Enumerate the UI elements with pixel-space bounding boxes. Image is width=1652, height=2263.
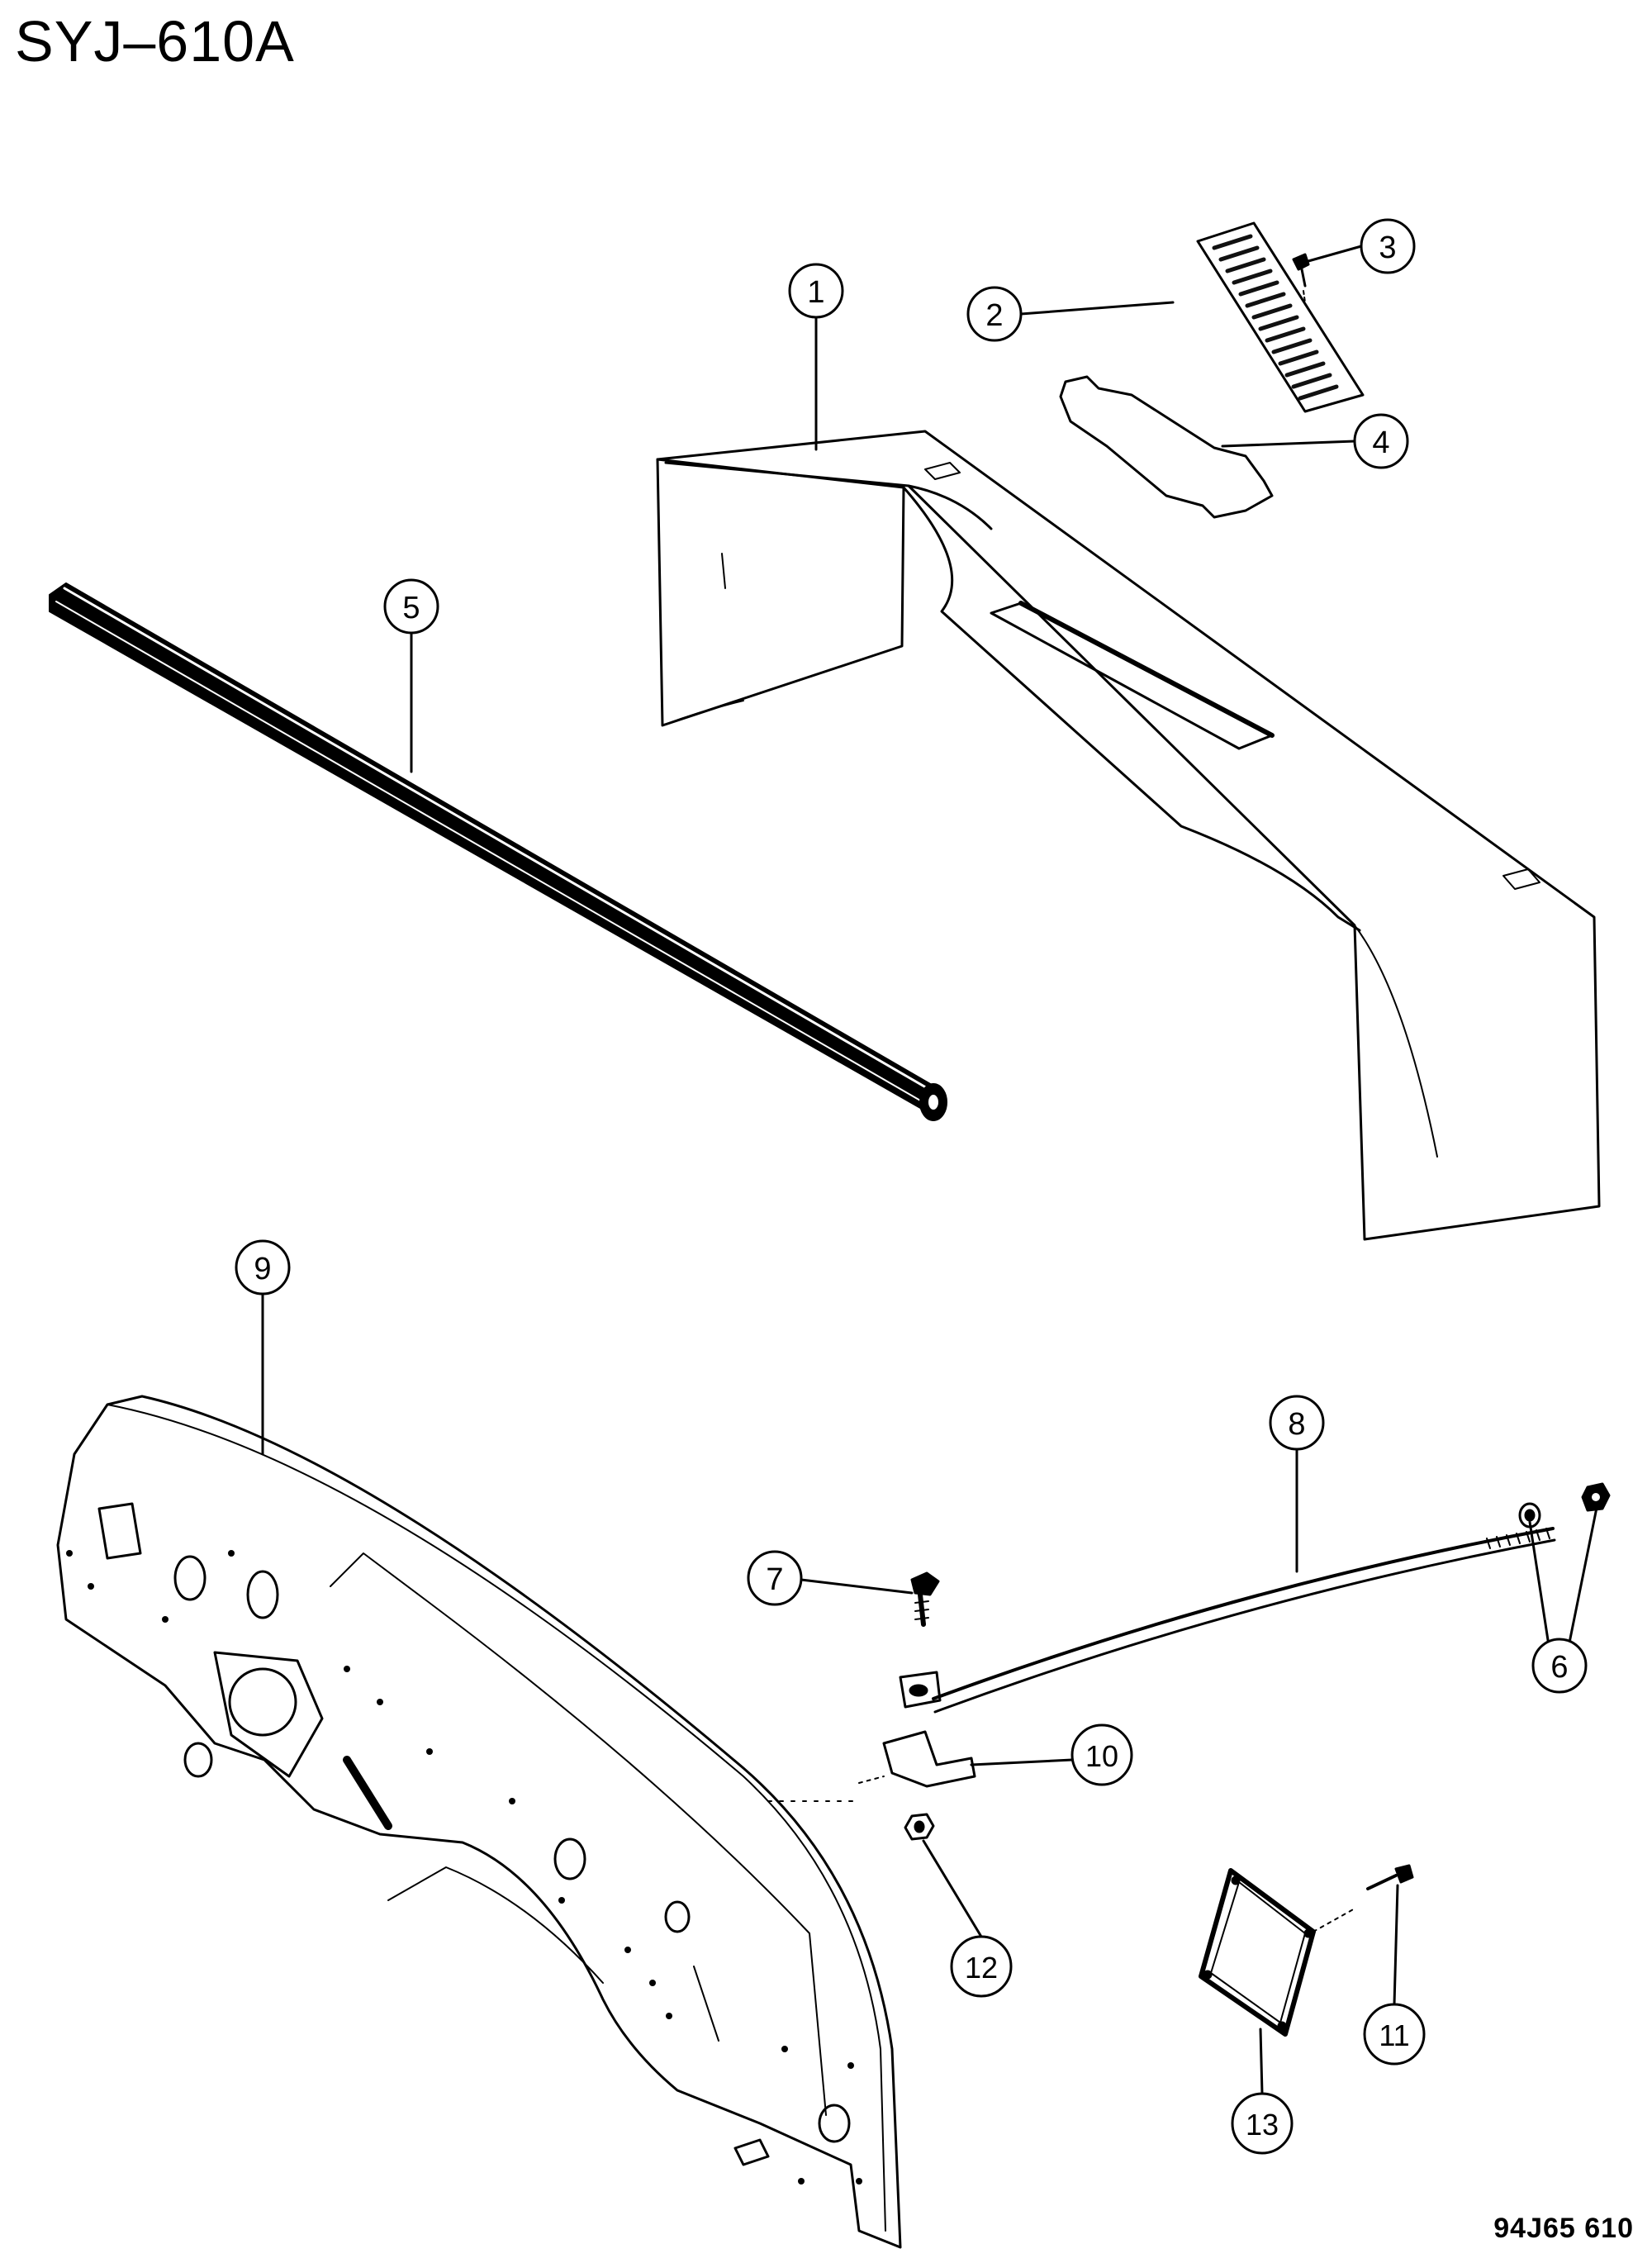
part-nuts (1518, 1482, 1611, 1528)
callout-label: 6 (1550, 1650, 1568, 1685)
callout-8: 8 (1269, 1395, 1325, 1451)
part-dash-pad-cover (656, 430, 1601, 1241)
callout-label: 9 (254, 1252, 271, 1286)
part-support-rod (899, 1527, 1556, 1714)
callout-label: 4 (1372, 426, 1389, 460)
callout-6: 6 (1531, 1638, 1588, 1694)
callout-5: 5 (383, 578, 439, 635)
leader-lines (261, 245, 1599, 2095)
callout-4: 4 (1353, 413, 1409, 469)
part-vent-grille (1196, 221, 1365, 413)
callout-label: 3 (1379, 231, 1396, 265)
part-instrument-panel (56, 1395, 902, 2249)
callout-label: 10 (1085, 1739, 1118, 1773)
callout-label: 2 (985, 298, 1003, 333)
part-screw-cover (1366, 1864, 1414, 1890)
callout-label: 7 (766, 1562, 783, 1597)
part-bolt (910, 1571, 940, 1627)
part-access-cover (1199, 1868, 1355, 2037)
callout-10: 10 (1070, 1723, 1133, 1786)
part-screw-grille (1292, 253, 1310, 303)
callout-label: 5 (402, 591, 420, 625)
callout-label: 1 (807, 275, 824, 310)
callout-11: 11 (1363, 2003, 1426, 2066)
callout-3: 3 (1360, 218, 1416, 274)
callout-12: 12 (950, 1935, 1013, 1998)
callout-7: 7 (747, 1550, 803, 1606)
callout-1: 1 (788, 263, 844, 319)
part-nut-small (904, 1813, 935, 1841)
callout-label: 11 (1379, 2018, 1409, 2052)
diagram-title: SYJ–610A (15, 9, 295, 74)
callout-13: 13 (1231, 2092, 1294, 2155)
callout-label: 13 (1246, 2108, 1279, 2142)
part-grille-gasket (1059, 375, 1274, 519)
part-weatherstrip (49, 582, 947, 1121)
callout-label: 8 (1288, 1407, 1305, 1442)
drawing-reference-code: 94J65 610 (1493, 2213, 1634, 2244)
callout-2: 2 (966, 286, 1023, 342)
callout-9: 9 (235, 1239, 291, 1296)
callout-label: 12 (965, 1951, 998, 1985)
part-bracket (858, 1730, 976, 1788)
